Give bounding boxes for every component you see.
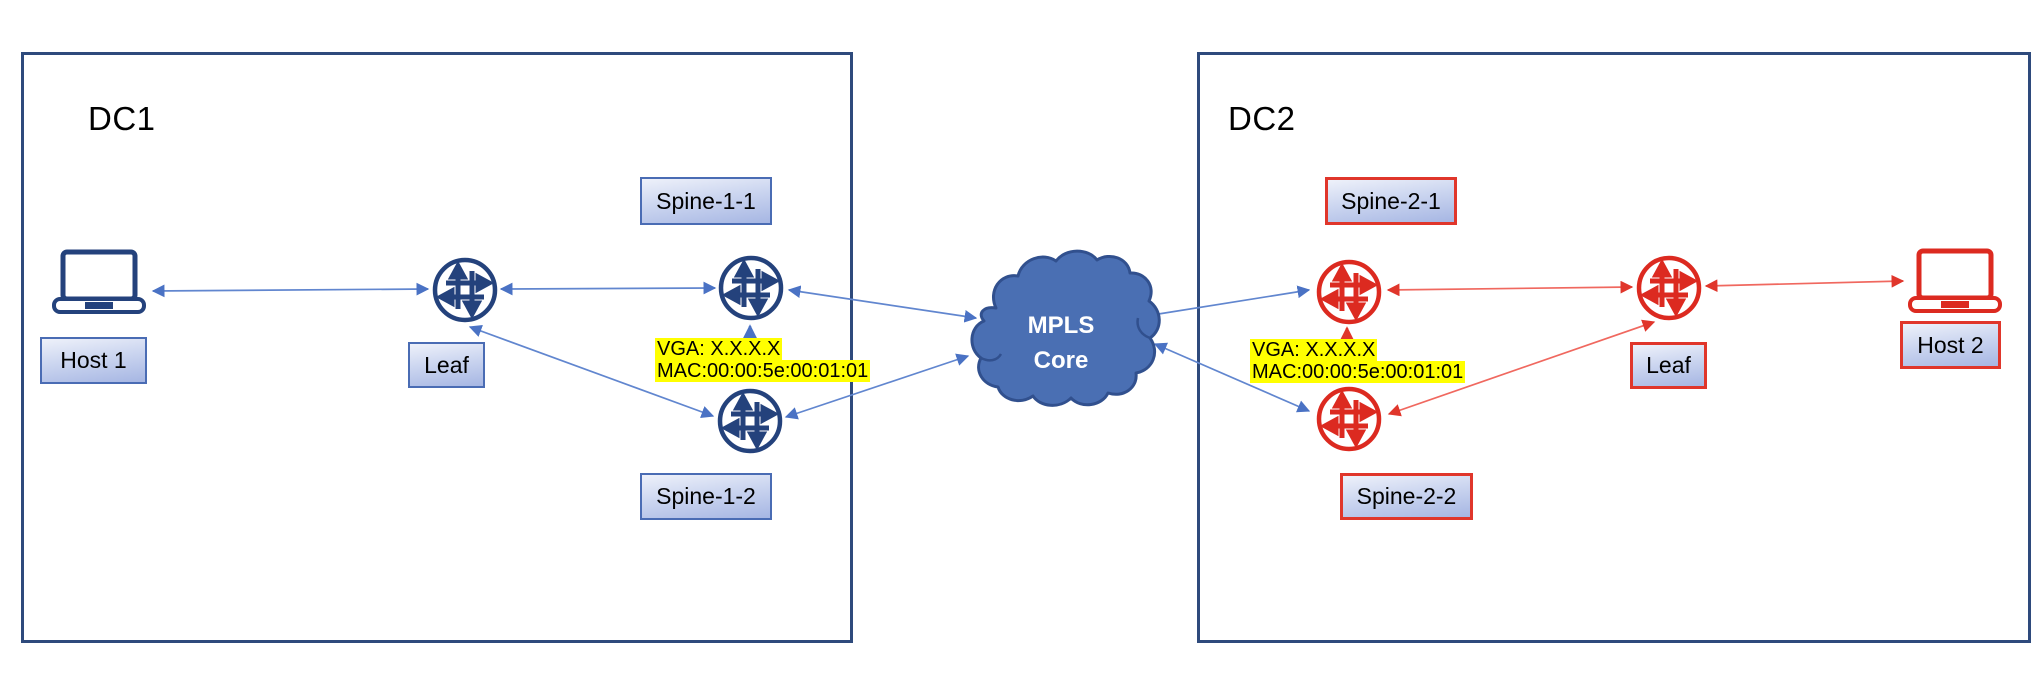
link-spine21-leaf2 bbox=[1386, 280, 1634, 297]
host1-label: Host 1 bbox=[40, 337, 147, 384]
host2-laptop-icon bbox=[1910, 251, 2000, 311]
spine-1-2-label: Spine-1-2 bbox=[640, 473, 772, 520]
mpls-core-label: MPLS Core bbox=[1006, 308, 1116, 378]
mpls-core-label-line1: MPLS bbox=[1027, 312, 1095, 339]
spine-2-2-router-icon bbox=[1319, 389, 1379, 449]
spine-1-2-router-icon bbox=[720, 391, 780, 451]
dc2-gateway-note-mac: MAC:00:00:5e:00:01:01 bbox=[1250, 361, 1466, 383]
link-core-spine21 bbox=[1144, 285, 1311, 321]
link-spine22-leaf2 bbox=[1387, 319, 1656, 417]
link-leaf2-host2 bbox=[1704, 274, 1905, 293]
mpls-cloud-icon bbox=[970, 249, 1161, 407]
link-host1-leaf1 bbox=[151, 282, 430, 298]
link-leaf1-spine12 bbox=[468, 324, 715, 419]
link-spine12-core bbox=[784, 353, 970, 420]
leaf2-label: Leaf bbox=[1630, 342, 1707, 389]
leaf2-router-icon bbox=[1639, 258, 1699, 318]
link-core-spine22 bbox=[1153, 342, 1311, 413]
spine-1-1-router-icon bbox=[721, 258, 781, 318]
spine-1-1-label: Spine-1-1 bbox=[640, 177, 772, 225]
dc1-gateway-note: VGA: X.X.X.X MAC:00:00:5e:00:01:01 bbox=[655, 338, 871, 382]
dc2-gateway-note: VGA: X.X.X.X MAC:00:00:5e:00:01:01 bbox=[1250, 339, 1466, 383]
dc1-title: DC1 bbox=[88, 100, 156, 137]
spine-2-1-label: Spine-2-1 bbox=[1325, 177, 1457, 225]
dc1-gateway-note-vga: VGA: X.X.X.X bbox=[655, 338, 783, 360]
spine-2-1-router-icon bbox=[1319, 262, 1379, 322]
mpls-core-label-line2: Core bbox=[1033, 347, 1089, 374]
leaf1-router-icon bbox=[435, 260, 495, 320]
dc2-gateway-note-vga: VGA: X.X.X.X bbox=[1250, 339, 1378, 361]
host2-label: Host 2 bbox=[1900, 321, 2001, 369]
dc1-container-box bbox=[21, 52, 853, 643]
dc1-gateway-note-mac: MAC:00:00:5e:00:01:01 bbox=[655, 360, 871, 382]
dc2-title: DC2 bbox=[1228, 100, 1296, 137]
link-spine11-core bbox=[787, 285, 978, 323]
leaf1-label: Leaf bbox=[408, 342, 485, 388]
link-leaf1-spine11 bbox=[499, 281, 717, 296]
host1-laptop-icon bbox=[54, 252, 144, 312]
spine-2-2-label: Spine-2-2 bbox=[1340, 473, 1473, 520]
